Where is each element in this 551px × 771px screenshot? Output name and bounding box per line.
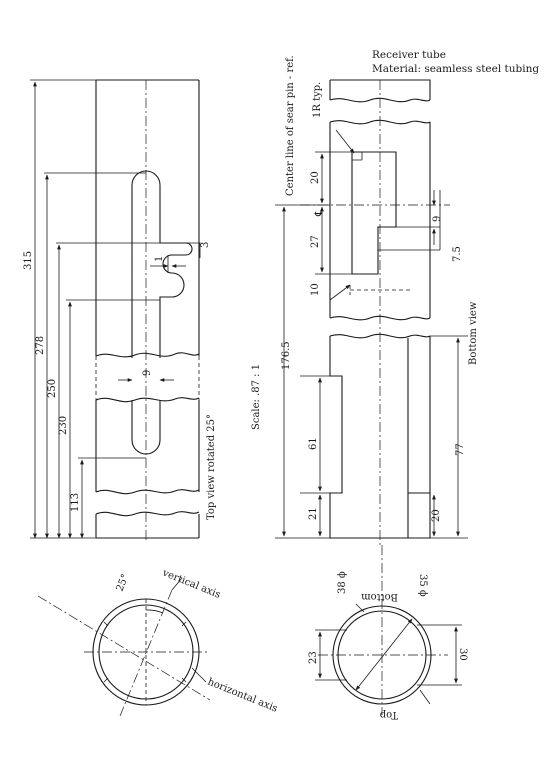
bottom-label: Bottom — [361, 591, 398, 602]
dim-10: 10 — [310, 283, 321, 296]
dim-30: 30 — [457, 648, 468, 661]
dim-1: 1 — [154, 256, 165, 262]
top-label: Top — [380, 709, 398, 720]
dim-27: 27 — [310, 235, 321, 248]
center-line-label: Center line of sear pin - ref. — [285, 55, 296, 196]
bottom-view-label: Bottom view — [468, 301, 479, 365]
dim-113: 113 — [70, 493, 81, 512]
horizontal-axis-label: horizontal axis — [206, 677, 279, 715]
dim-230: 230 — [58, 416, 69, 435]
left-cross-section — [37, 577, 211, 717]
dim-20-bottom: 20 — [431, 509, 442, 522]
dim-278: 278 — [35, 336, 46, 355]
right-tube-bottom-view — [300, 79, 450, 545]
dim-315: 315 — [23, 251, 34, 270]
right-cross-section — [315, 545, 462, 715]
dim-7-5: 7.5 — [452, 246, 463, 262]
dim-9-right: 9 — [432, 216, 443, 222]
dim-23: 23 — [308, 651, 319, 664]
dim-21: 21 — [308, 507, 319, 520]
dim-77: 77 — [455, 443, 466, 456]
left-tube-top-view — [95, 79, 200, 540]
dim-3: 3 — [200, 242, 211, 248]
title-text: Receiver tube — [372, 49, 446, 61]
dim-176-5: 176.5 — [281, 341, 292, 370]
scale-label: Scale: .87 : 1 — [251, 364, 262, 430]
dim-38-dia: 38 ϕ — [337, 571, 348, 594]
dim-61: 61 — [308, 437, 319, 450]
dim-35-dia: 35 ϕ — [417, 574, 428, 597]
top-view-label: Top view rotated 25° — [206, 414, 217, 520]
radius-label: 1R typ. — [312, 82, 323, 118]
left-dimensions: 315 278 250 230 113 3 1 9 — [23, 79, 211, 539]
dim-9-left: 9 — [142, 370, 153, 376]
material-text: Material: seamless steel tubing — [372, 63, 539, 75]
cl-symbol: ℄ — [313, 209, 325, 217]
right-dimensions: 176.5 20 27 10 9 7.5 61 21 77 20 — [275, 129, 468, 539]
dim-250: 250 — [47, 379, 58, 398]
dim-20-top: 20 — [310, 171, 321, 184]
angle-label: 25° — [115, 573, 132, 594]
